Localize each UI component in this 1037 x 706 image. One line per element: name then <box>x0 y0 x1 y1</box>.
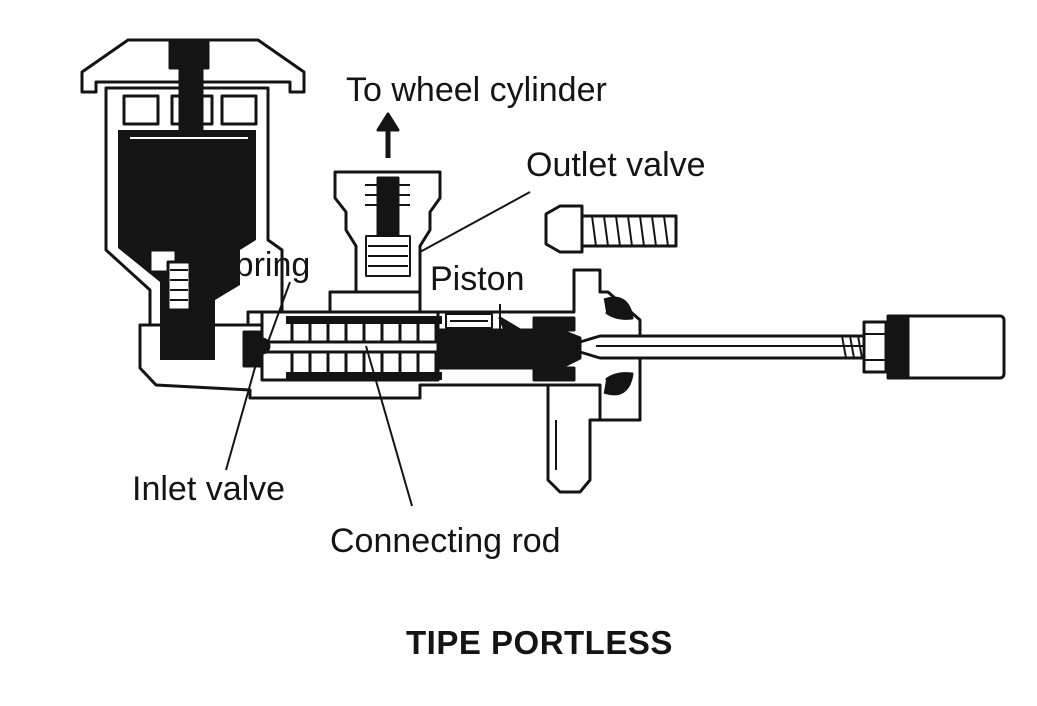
outlet-fitting <box>333 170 442 294</box>
piston-part <box>436 313 582 382</box>
reservoir <box>80 38 306 360</box>
leader-lines <box>225 191 531 507</box>
label-connecting-rod: Connecting rod <box>330 522 561 560</box>
push-rod-nut <box>862 320 888 374</box>
label-piston: Piston <box>430 260 525 298</box>
leader-inlet-valve <box>225 363 257 471</box>
leader-spring <box>267 281 291 343</box>
caption-title: TIPE PORTLESS <box>406 624 673 661</box>
label-spring: Spring <box>212 246 310 284</box>
push-rod <box>578 314 1006 380</box>
label-outlet-valve: Outlet valve <box>526 146 706 184</box>
inlet-valve-part <box>242 330 264 368</box>
reservoir-fluid <box>118 130 256 360</box>
leader-outlet-valve <box>419 191 531 253</box>
mounting-boss <box>546 385 600 494</box>
leader-connecting-rod <box>365 345 413 507</box>
bleeder-bolt <box>544 204 678 254</box>
outlet-arrow <box>376 112 400 158</box>
label-to-wheel-cylinder: To wheel cylinder <box>346 71 607 109</box>
label-inlet-valve: Inlet valve <box>132 470 285 508</box>
